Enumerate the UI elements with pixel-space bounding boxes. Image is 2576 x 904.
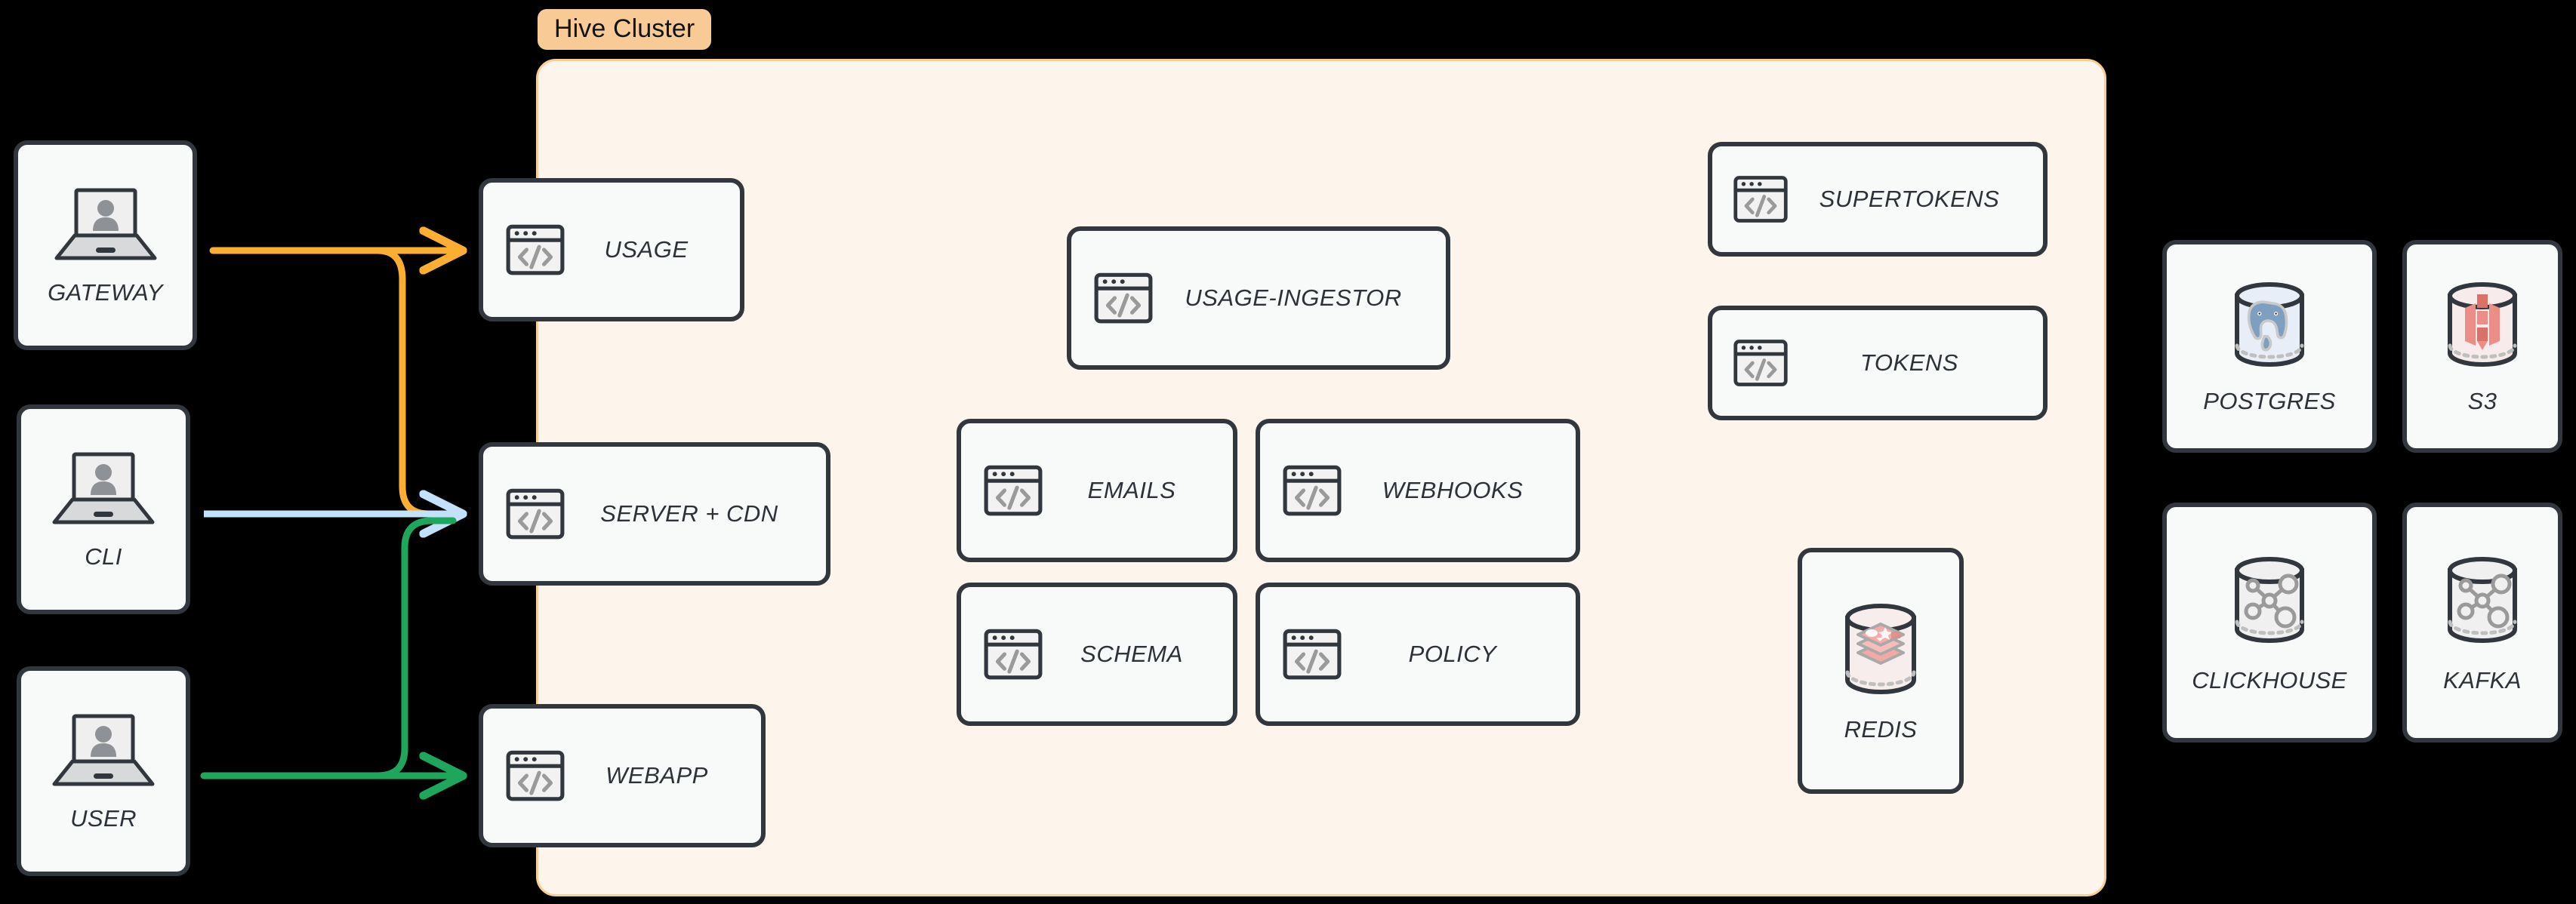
graph-cylinder-icon [2219, 551, 2320, 653]
s3-cylinder-icon [2432, 278, 2533, 374]
service-card-supertokens[interactable]: SUPERTOKENS [1708, 142, 2048, 257]
service-card-server-cdn[interactable]: SERVER + CDN [479, 442, 830, 586]
service-card-label: POLICY [1408, 641, 1497, 667]
service-card-label: EMAILS [1087, 477, 1176, 503]
service-card-label: WEBAPP [605, 762, 708, 789]
service-card-webapp[interactable]: WEBAPP [479, 704, 766, 847]
service-card-label: SERVER + CDN [600, 500, 778, 527]
datastore-node-postgres[interactable]: POSTGRES [2162, 240, 2377, 453]
service-card-usage-ingestor[interactable]: USAGE-INGESTOR [1067, 226, 1450, 370]
client-node-cli[interactable]: CLI [17, 404, 190, 614]
postgres-cylinder-icon [2219, 278, 2320, 374]
service-card-webhooks[interactable]: WEBHOOKS [1256, 419, 1580, 562]
client-node-user[interactable]: USER [17, 666, 190, 876]
service-card-label: USAGE [604, 236, 689, 263]
datastore-node-redis[interactable]: REDIS [1798, 548, 1964, 794]
code-window-icon [504, 745, 566, 807]
datastore-node-s3[interactable]: S3 [2402, 240, 2562, 453]
laptop-user-icon [47, 710, 160, 795]
code-window-icon [1281, 460, 1343, 521]
datastore-node-label: CLICKHOUSE [2192, 667, 2347, 693]
redis-cylinder-icon [1832, 598, 1929, 700]
hive-cluster-label: Hive Cluster [538, 9, 712, 50]
service-card-label: WEBHOOKS [1382, 477, 1524, 503]
datastore-node-label: S3 [2467, 388, 2497, 414]
service-card-label: SCHEMA [1080, 641, 1183, 667]
datastore-node-label: POSTGRES [2203, 388, 2336, 414]
service-card-emails[interactable]: EMAILS [957, 419, 1237, 562]
code-window-icon [982, 623, 1044, 685]
datastore-node-kafka[interactable]: KAFKA [2402, 503, 2562, 743]
code-window-icon [982, 460, 1044, 521]
service-card-schema[interactable]: SCHEMA [957, 583, 1237, 726]
code-window-icon [1732, 334, 1789, 392]
code-window-icon [1732, 171, 1789, 228]
datastore-node-label: KAFKA [2443, 667, 2522, 693]
service-card-label: TOKENS [1860, 349, 1958, 376]
service-card-usage[interactable]: USAGE [479, 178, 744, 321]
client-node-gateway[interactable]: GATEWAY [14, 140, 197, 350]
client-node-label: GATEWAY [48, 279, 163, 306]
client-node-label: USER [70, 805, 137, 832]
datastore-node-clickhouse[interactable]: CLICKHOUSE [2162, 503, 2377, 743]
client-node-label: CLI [85, 543, 122, 570]
code-window-icon [504, 219, 566, 281]
laptop-user-icon [49, 184, 162, 269]
edge-user-to-server-cdn [200, 517, 457, 779]
service-card-label: USAGE-INGESTOR [1185, 284, 1402, 311]
code-window-icon [1281, 623, 1343, 685]
code-window-icon [504, 483, 566, 545]
datastore-node-label: REDIS [1844, 716, 1918, 743]
service-card-tokens[interactable]: TOKENS [1708, 306, 2048, 420]
laptop-user-icon [47, 448, 160, 533]
graph-cylinder-icon [2432, 551, 2533, 653]
service-card-label: SUPERTOKENS [1819, 186, 2000, 212]
code-window-icon [1092, 267, 1154, 329]
edge-gateway-to-server-cdn [209, 247, 463, 518]
service-card-policy[interactable]: POLICY [1256, 583, 1580, 726]
